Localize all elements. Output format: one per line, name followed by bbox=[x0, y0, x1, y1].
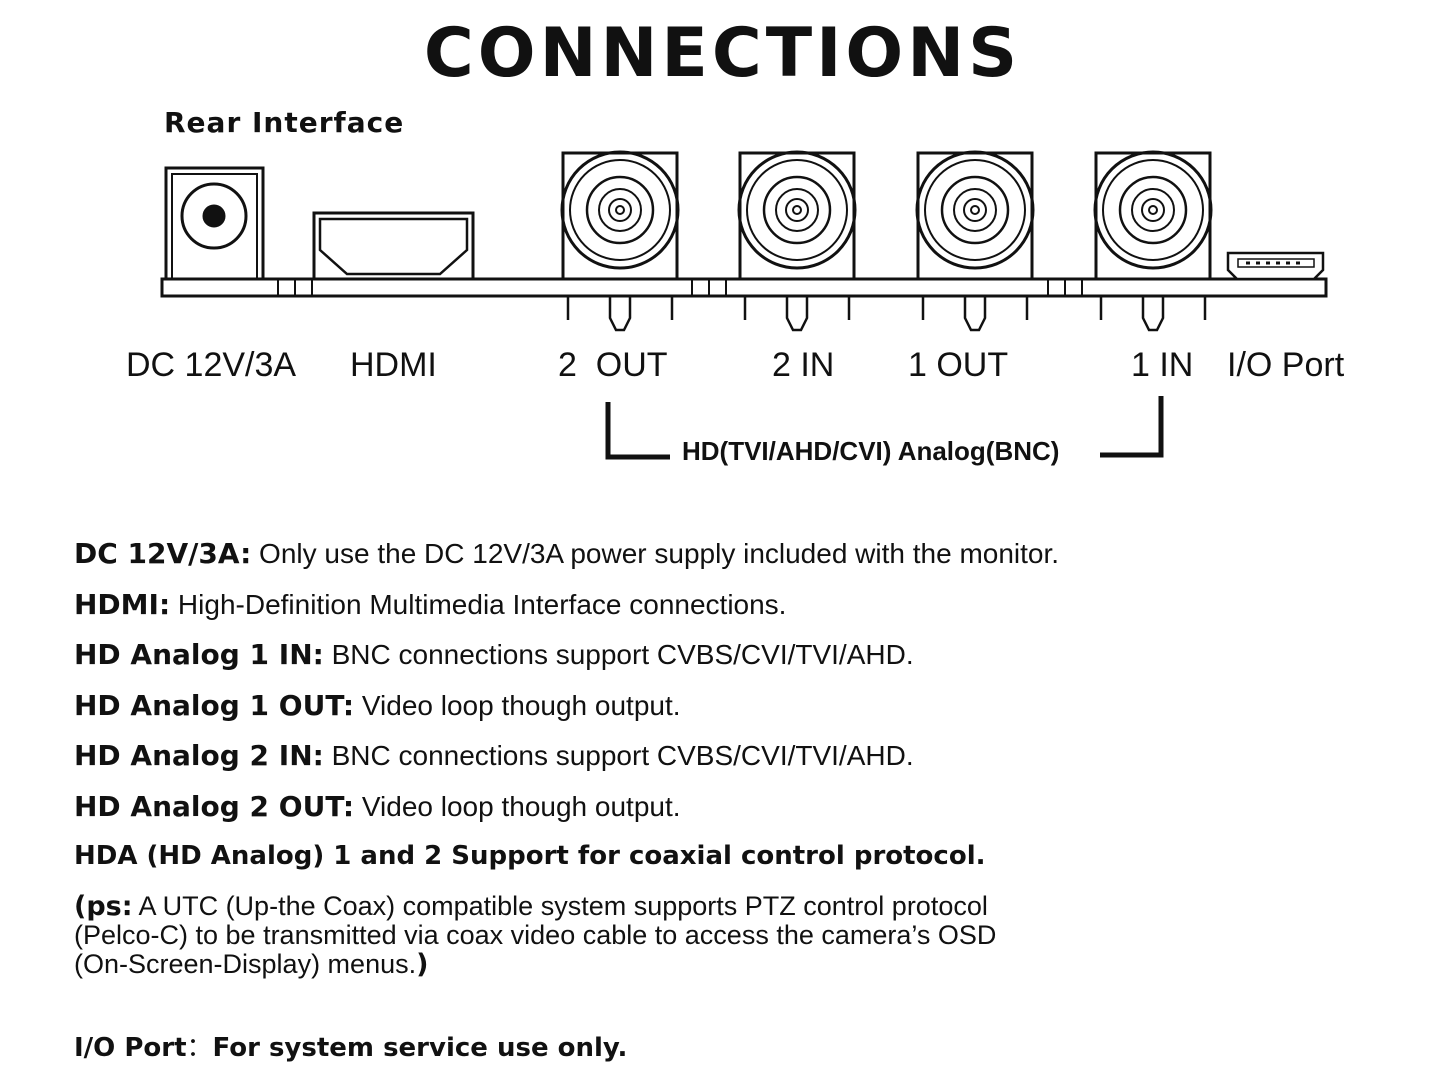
label-hdmi: HDMI bbox=[350, 346, 437, 384]
bnc-connector-2-in-icon bbox=[737, 150, 857, 332]
bnc-group-bracket-left bbox=[605, 402, 670, 460]
hdmi-port-icon bbox=[312, 211, 475, 281]
io-separator: ： bbox=[186, 1032, 213, 1062]
label-dc-12v: DC 12V/3A bbox=[126, 346, 297, 384]
desc-term: HD Analog 1 OUT: bbox=[74, 689, 355, 722]
note-close: ) bbox=[416, 949, 429, 980]
dc-jack-icon bbox=[164, 166, 265, 281]
label-io-port: I/O Port bbox=[1227, 346, 1345, 384]
io-text: For system service use only. bbox=[212, 1033, 628, 1063]
bnc-group-bracket-right bbox=[1100, 396, 1164, 458]
note-term: (ps: bbox=[74, 891, 133, 922]
bnc-group-caption: HD(TVI/AHD/CVI) Analog(BNC) bbox=[682, 436, 1060, 466]
desc-term: HDMI: bbox=[74, 588, 171, 621]
label-2-out: 2 OUT bbox=[558, 346, 668, 384]
desc-term: HD Analog 2 IN: bbox=[74, 739, 324, 772]
note-text: A UTC (Up-the Coax) compatible system su… bbox=[74, 891, 997, 979]
ps-note: (ps: A UTC (Up-the Coax) compatible syst… bbox=[74, 891, 1034, 980]
desc-hd-analog-1-out: HD Analog 1 OUT: Video loop though outpu… bbox=[74, 689, 681, 722]
desc-text: BNC connections support CVBS/CVI/TVI/AHD… bbox=[323, 639, 914, 670]
label-1-in: 1 IN bbox=[1131, 346, 1194, 384]
desc-text: Video loop though output. bbox=[354, 791, 681, 822]
desc-io-port: I/O Port：For system service use only. bbox=[74, 1027, 627, 1064]
label-1-out: 1 OUT bbox=[908, 346, 1009, 384]
io-port-icon bbox=[1226, 251, 1325, 281]
desc-term: DC 12V/3A: bbox=[74, 537, 252, 570]
desc-term: HD Analog 1 IN: bbox=[74, 638, 324, 671]
desc-text: BNC connections support CVBS/CVI/TVI/AHD… bbox=[323, 740, 914, 771]
desc-text: High-Definition Multimedia Interface con… bbox=[170, 589, 787, 620]
rear-interface-heading: Rear Interface bbox=[164, 106, 405, 139]
io-term: I/O Port bbox=[74, 1033, 187, 1063]
bnc-connector-2-out-icon bbox=[560, 150, 680, 332]
desc-hd-analog-2-out: HD Analog 2 OUT: Video loop though outpu… bbox=[74, 790, 681, 823]
desc-text: Only use the DC 12V/3A power supply incl… bbox=[251, 538, 1060, 569]
desc-hd-analog-2-in: HD Analog 2 IN: BNC connections support … bbox=[74, 739, 914, 772]
desc-text: Video loop though output. bbox=[354, 690, 681, 721]
desc-hdmi: HDMI: High-Definition Multimedia Interfa… bbox=[74, 588, 786, 621]
page-title: CONNECTIONS bbox=[423, 14, 1022, 93]
panel-base-board bbox=[160, 277, 1328, 298]
desc-hd-analog-1-in: HD Analog 1 IN: BNC connections support … bbox=[74, 638, 914, 671]
bnc-connector-1-out-icon bbox=[915, 150, 1035, 332]
desc-term: HD Analog 2 OUT: bbox=[74, 790, 355, 823]
label-2-in: 2 IN bbox=[772, 346, 835, 384]
bnc-connector-1-in-icon bbox=[1093, 150, 1213, 332]
desc-hda-coaxial: HDA (HD Analog) 1 and 2 Support for coax… bbox=[74, 841, 986, 871]
desc-dc: DC 12V/3A: Only use the DC 12V/3A power … bbox=[74, 537, 1059, 570]
